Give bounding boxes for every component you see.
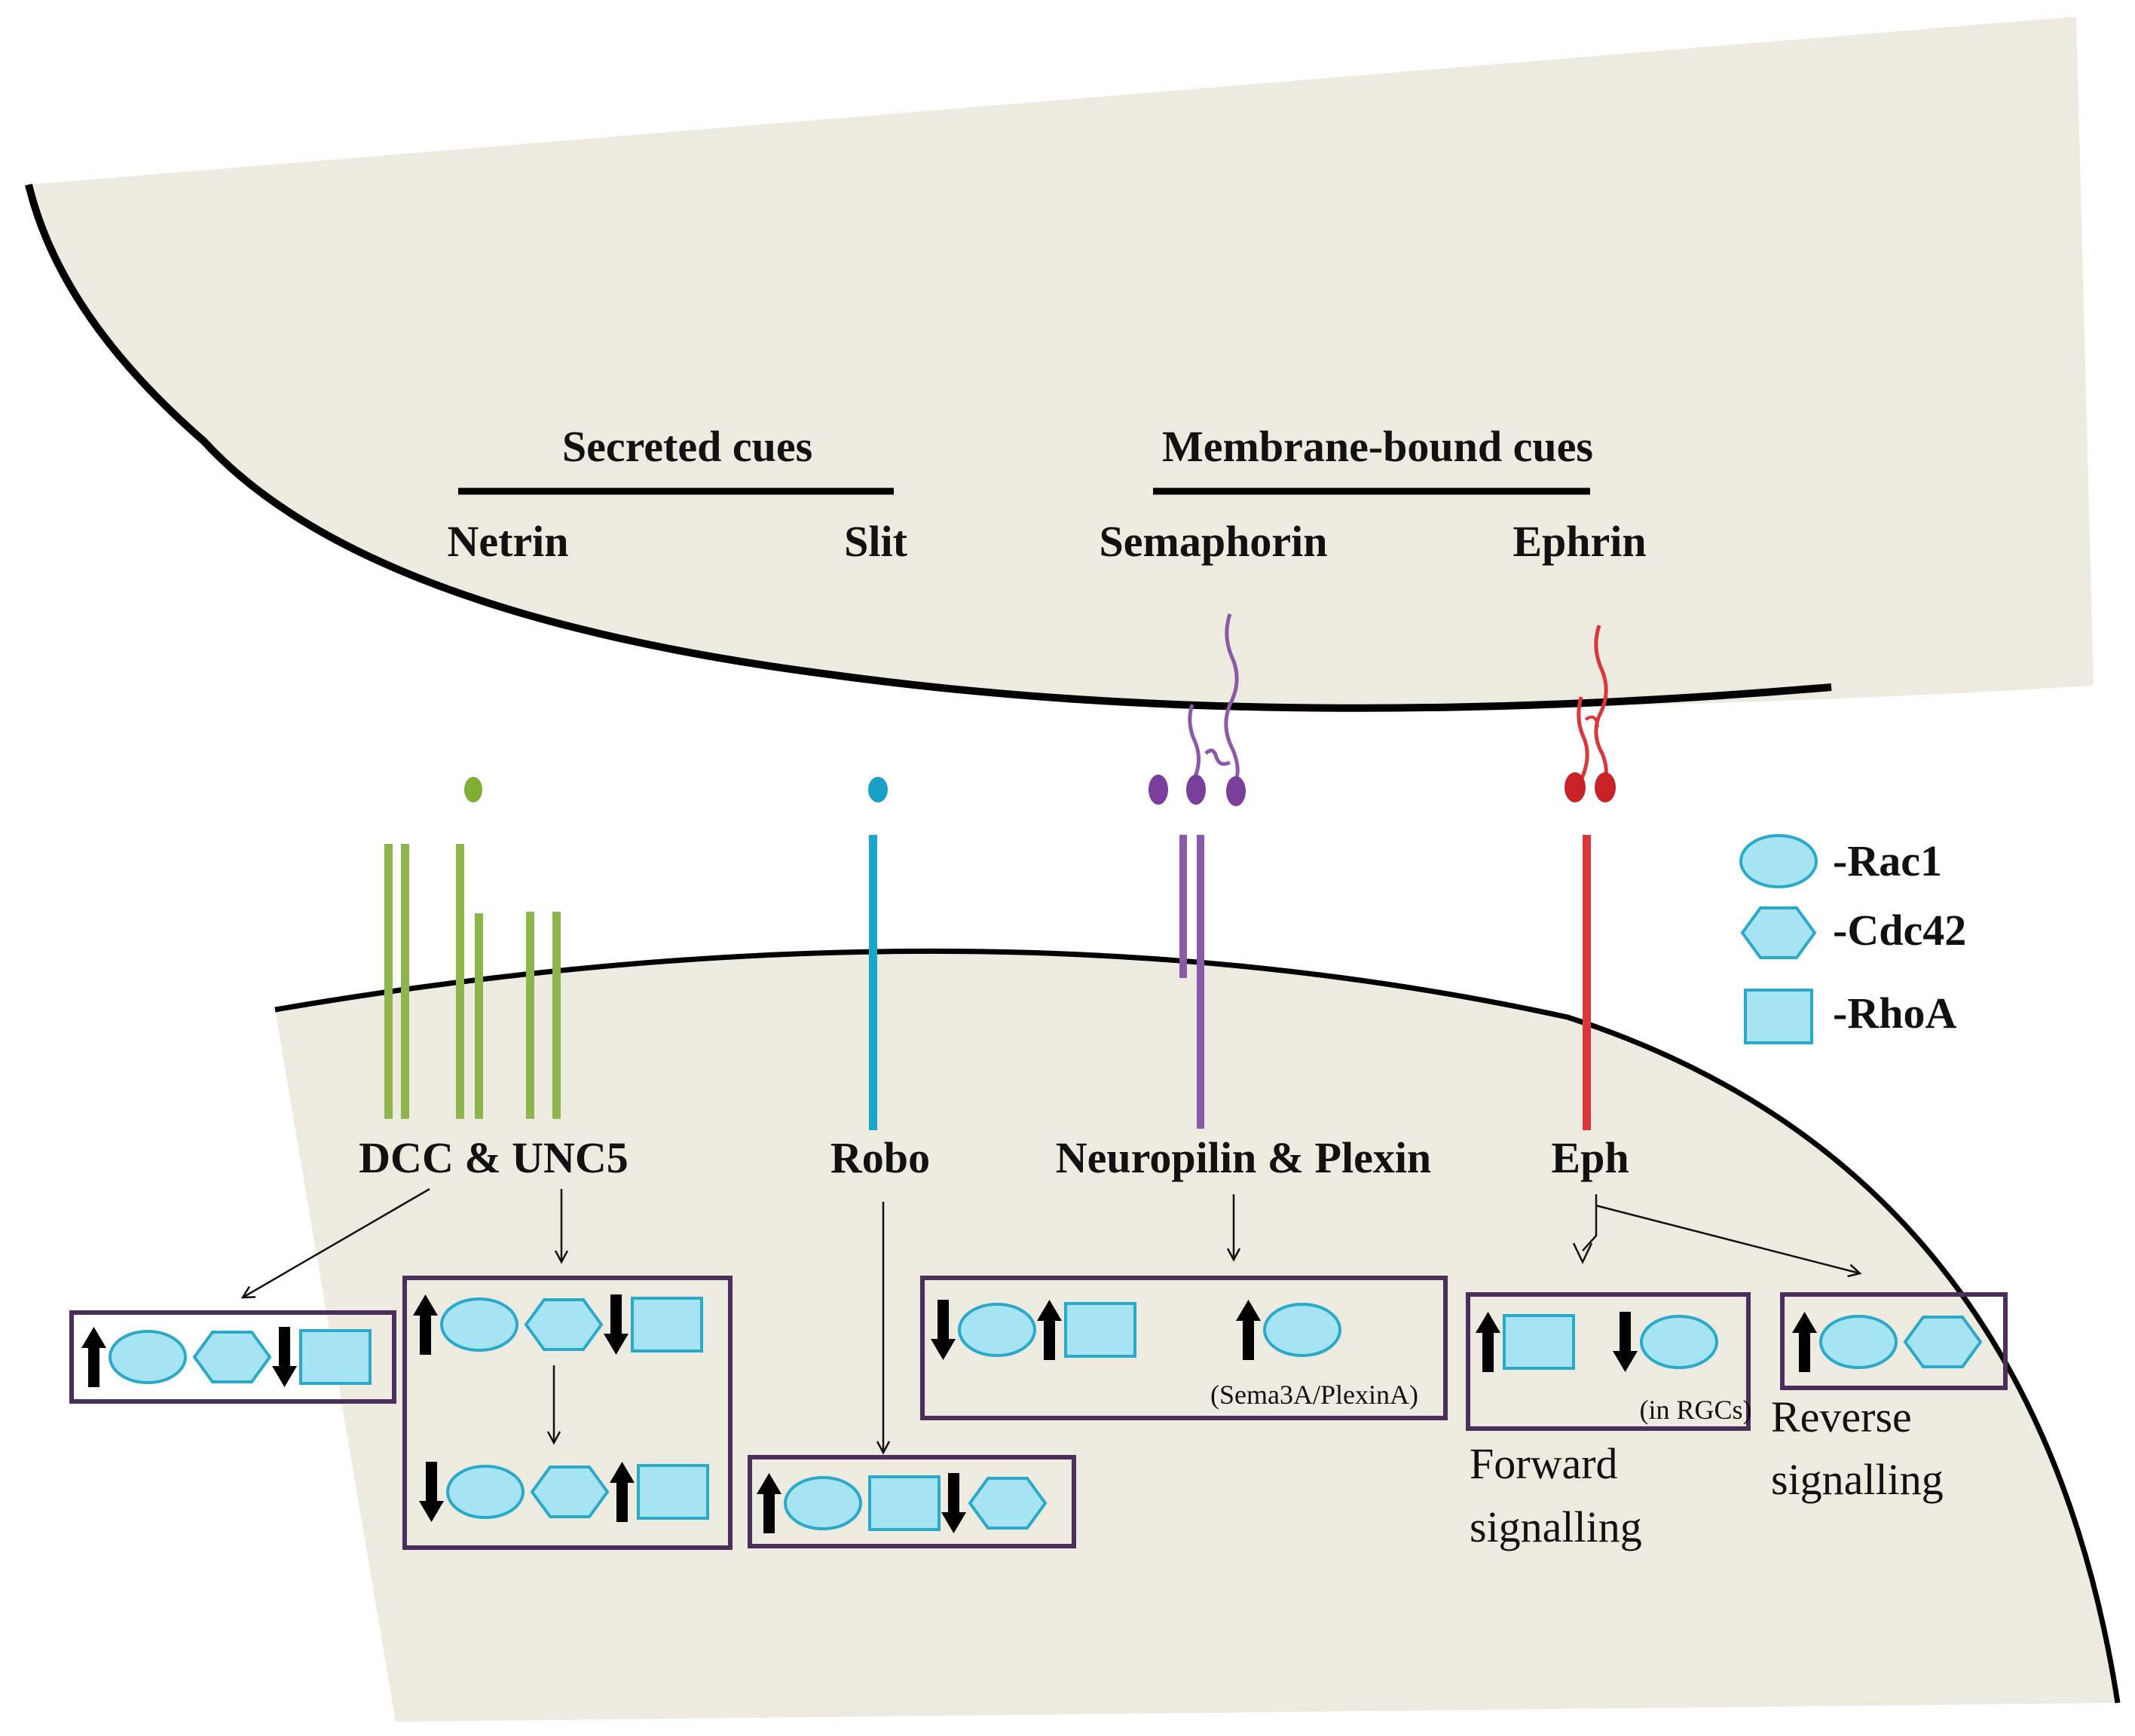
lower-cell-body — [275, 951, 2118, 1722]
eph-forward-rgc-0-down-arrow-icon — [1613, 1312, 1638, 1372]
slit-label: Slit — [844, 517, 907, 566]
sema3a-plexina-note: (Sema3A/PlexinA) — [1210, 1380, 1418, 1410]
forward-signalling-line1: Forward — [1470, 1439, 1618, 1488]
reverse-signalling-line1: Reverse — [1771, 1392, 1912, 1441]
upper-cell-membrane — [25, 183, 1832, 712]
arrow-dcc-to-attraction — [240, 1187, 430, 1299]
netrin-attraction-3-down-arrow-icon — [272, 1327, 297, 1387]
ephrin-label: Ephrin — [1513, 517, 1646, 566]
netrin-label: Netrin — [447, 517, 568, 566]
legend: -Rac1 -Cdc42 -RhoA — [1739, 834, 1966, 1044]
upper-cell-body — [29, 17, 2094, 708]
semaphorin-ligand — [1149, 613, 1246, 806]
neuropilin-plexin-receptors — [1179, 835, 1204, 1129]
dcc-unc5-receptors — [384, 844, 561, 1119]
netrin-repulsion-2-2-cdc42-icon — [530, 1466, 610, 1518]
eph-reverse-2-cdc42-icon — [1903, 1316, 1983, 1368]
eph-forward-1-rhoa-icon — [1503, 1314, 1575, 1370]
eph-receptor — [1583, 835, 1591, 1130]
legend-cdc42-icon — [1740, 906, 1817, 959]
legend-cdc42-label: -Cdc42 — [1833, 906, 1966, 955]
netrin-repulsion-1-1-rac1-icon — [440, 1297, 518, 1352]
ephrin-ligand — [1565, 625, 1616, 802]
netrin-repulsion-1-4-rhoa-icon — [631, 1297, 703, 1352]
netrin-attraction-4-rhoa-icon — [299, 1329, 372, 1385]
slit-robo-1-rac1-icon — [784, 1476, 862, 1530]
effect-box-netrin-repulsion — [402, 1276, 733, 1550]
effect-box-frames — [69, 1276, 2008, 1550]
slit-robo-0-up-arrow-icon — [757, 1473, 782, 1533]
lower-cell-membrane — [274, 948, 2121, 1704]
in-rgcs-note: (in RGCs) — [1639, 1395, 1751, 1425]
semaphorin-1-rac1-icon — [958, 1303, 1036, 1357]
neuropilin-plexin-label: Neuropilin & Plexin — [1056, 1133, 1431, 1182]
effect-icons — [81, 1294, 1983, 1533]
arrow-eph-reverse — [1595, 1204, 1862, 1278]
arrow-eph-forward — [1582, 1194, 1598, 1252]
semaphorin-label: Semaphorin — [1100, 517, 1328, 566]
membrane-bound-cues-heading: Membrane-bound cues — [1162, 422, 1593, 471]
semaphorin-0-down-arrow-icon — [931, 1300, 956, 1360]
netrin-repulsion-1-2-cdc42-icon — [524, 1298, 604, 1351]
semaphorin-3-rhoa-icon — [1064, 1302, 1136, 1358]
effect-box-netrin-attraction — [69, 1310, 396, 1404]
arrow-eph-forward-head — [1572, 1242, 1593, 1264]
semaphorin-sema3a-0-up-arrow-icon — [1236, 1300, 1261, 1360]
netrin-ligand — [464, 777, 482, 802]
eph-reverse-0-up-arrow-icon — [1792, 1312, 1817, 1372]
eph-reverse-1-rac1-icon — [1819, 1315, 1898, 1369]
eph-forward-0-up-arrow-icon — [1476, 1312, 1500, 1372]
slit-robo-4-cdc42-icon — [968, 1477, 1048, 1530]
netrin-repulsion-2-4-rhoa-icon — [637, 1464, 709, 1520]
dcc-unc5-label: DCC & UNC5 — [359, 1133, 629, 1182]
netrin-attraction-1-rac1-icon — [109, 1330, 187, 1384]
effect-box-slit-robo — [748, 1455, 1076, 1548]
forward-signalling-line2: signalling — [1470, 1502, 1642, 1551]
legend-rhoa-label: -RhoA — [1833, 989, 1956, 1038]
netrin-repulsion-2-3-up-arrow-icon — [610, 1462, 635, 1522]
netrin-repulsion-2-1-rac1-icon — [446, 1465, 525, 1519]
slit-robo-3-down-arrow-icon — [941, 1473, 966, 1533]
netrin-attraction-0-up-arrow-icon — [81, 1327, 106, 1387]
effect-box-semaphorin — [920, 1276, 1448, 1420]
robo-receptor — [869, 835, 877, 1130]
semaphorin-2-up-arrow-icon — [1037, 1300, 1062, 1360]
eph-label: Eph — [1551, 1133, 1629, 1182]
semaphorin-sema3a-1-rac1-icon — [1263, 1303, 1341, 1357]
connector-arrows — [240, 1187, 1862, 1455]
slit-robo-2-rhoa-icon — [868, 1475, 941, 1531]
effect-box-eph-forward — [1466, 1292, 1751, 1431]
eph-forward-rgc-1-rac1-icon — [1640, 1315, 1718, 1369]
netrin-repulsion-2-0-down-arrow-icon — [419, 1462, 444, 1522]
slit-ligand — [868, 777, 888, 802]
effect-box-eph-reverse — [1780, 1292, 2008, 1390]
robo-label: Robo — [830, 1133, 930, 1182]
reverse-signalling-line2: signalling — [1771, 1455, 1944, 1504]
legend-rac1-label: -Rac1 — [1833, 836, 1942, 885]
netrin-attraction-2-cdc42-icon — [192, 1331, 272, 1383]
legend-rac1-icon — [1739, 834, 1818, 888]
legend-rhoa-icon — [1744, 989, 1813, 1044]
secreted-cues-heading: Secreted cues — [562, 422, 812, 471]
netrin-repulsion-1-0-up-arrow-icon — [413, 1294, 438, 1355]
netrin-repulsion-1-3-down-arrow-icon — [604, 1294, 629, 1355]
